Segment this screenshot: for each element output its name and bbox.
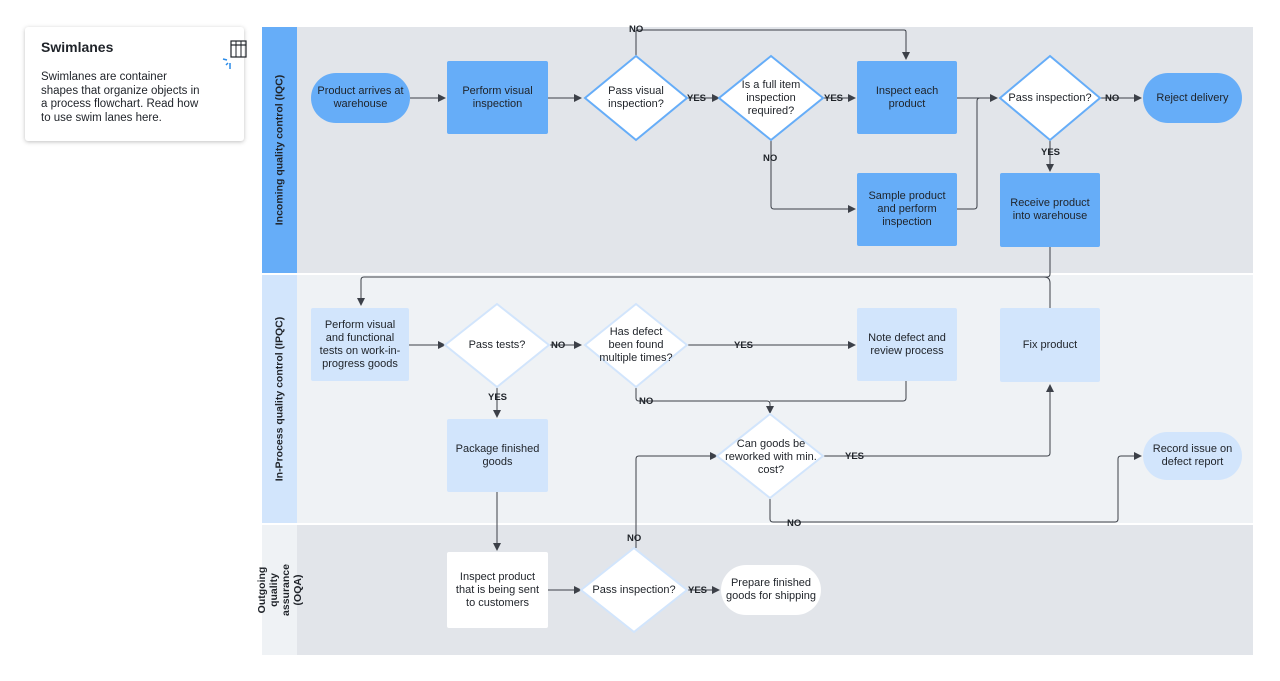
node-pass-tests[interactable]: Pass tests?: [468, 338, 526, 351]
edge-label-no-tests: NO: [551, 340, 566, 351]
edge-label-no-oqa: NO: [627, 533, 642, 544]
node-defect-found-multiple[interactable]: Has defect been found multiple times?: [599, 325, 673, 364]
node-full-item-inspection[interactable]: Is a full item inspection required?: [741, 78, 801, 117]
node-perform-visual-functional[interactable]: Perform visual and functional tests on w…: [311, 308, 409, 381]
lane-header-ipqc: In-Process quality control (IPQC): [262, 275, 297, 523]
node-sample-product[interactable]: Sample product and perform inspection: [857, 173, 957, 246]
edge-label-yes-rework: YES: [845, 451, 865, 462]
lane-header-iqc: Incoming quality control (IQC): [262, 27, 297, 273]
node-pass-inspection-oqa[interactable]: Pass inspection?: [592, 583, 676, 596]
decision-rework: [715, 412, 825, 500]
node-record-issue[interactable]: Record issue on defect report: [1143, 432, 1242, 480]
node-note-defect[interactable]: Note defect and review process: [857, 308, 957, 381]
edge-label-yes-defect: YES: [734, 340, 754, 351]
card-body: Swimlanes are container shapes that orga…: [41, 71, 200, 124]
edge-label-yes-full: YES: [824, 93, 844, 104]
decision-pass-inspection-iqc: [998, 54, 1102, 142]
node-can-goods-reworked[interactable]: Can goods be reworked with min. cost?: [725, 437, 817, 476]
edge-label-no-rework: NO: [787, 518, 802, 529]
edge-label-yes-receive: YES: [1041, 147, 1061, 158]
decision-pass-tests: [443, 302, 551, 389]
edge-label-yes-visual: YES: [687, 93, 707, 104]
swimlane-icon: [222, 40, 247, 69]
decision-pass-visual: [583, 54, 689, 142]
decision-pass-inspection-oqa: [579, 546, 689, 634]
decision-defect-multiple: [583, 302, 689, 389]
node-reject-delivery[interactable]: Reject delivery: [1143, 73, 1242, 123]
edge-label-no-full: NO: [763, 153, 778, 164]
decision-full-inspection: [717, 54, 825, 142]
node-receive-product[interactable]: Receive product into warehouse: [1000, 173, 1100, 247]
node-product-arrives[interactable]: Product arrives at warehouse: [311, 73, 410, 123]
edge-label-no-top: NO: [629, 24, 644, 35]
edge-label-no-defect: NO: [639, 396, 654, 407]
edge-label-no-reject: NO: [1105, 93, 1120, 104]
node-inspect-each-product[interactable]: Inspect each product: [857, 61, 957, 134]
node-package-goods[interactable]: Package finished goods: [447, 419, 548, 492]
node-pass-inspection-iqc[interactable]: Pass inspection?: [1008, 91, 1092, 104]
edge-label-yes-oqa: YES: [688, 585, 708, 596]
node-fix-product[interactable]: Fix product: [1000, 308, 1100, 382]
node-inspect-product-sent[interactable]: Inspect product that is being sent to cu…: [447, 552, 548, 628]
node-pass-visual-inspection[interactable]: Pass visual inspection?: [608, 85, 664, 110]
node-perform-visual-inspection[interactable]: Perform visual inspection: [447, 61, 548, 134]
swimlanes-info-card: Swimlanes Swimlanes are container shapes…: [25, 27, 247, 141]
edge-label-yes-tests: YES: [488, 392, 508, 403]
card-title: Swimlanes: [41, 39, 114, 55]
node-prepare-goods[interactable]: Prepare finished goods for shipping: [721, 565, 821, 615]
